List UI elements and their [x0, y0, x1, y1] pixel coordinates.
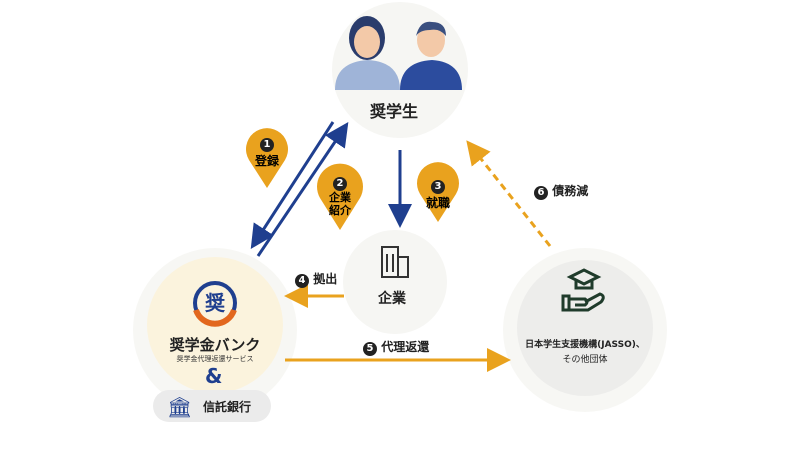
arrow-introduce — [250, 121, 335, 250]
trust-bank-pill: 🏛 信託銀行 — [153, 390, 271, 422]
svg-text:奨: 奨 — [204, 291, 226, 315]
student-label: 奨学生 — [370, 102, 419, 121]
arrow-debt-reduction — [466, 140, 552, 247]
step5-label: 5 代理返還 — [363, 338, 429, 356]
bank-logo-title: 奨学金バンク — [169, 336, 261, 354]
trust-bank-label: 信託銀行 — [203, 400, 252, 414]
company-circle — [343, 230, 447, 334]
building-icon — [381, 246, 409, 278]
bank-logo-icon: 奨 — [193, 281, 237, 327]
jasso-sublabel: その他団体 — [562, 355, 608, 365]
hand-graduation-icon — [561, 268, 605, 312]
pin-step1 — [246, 128, 288, 188]
ampersand: & — [205, 364, 223, 388]
step4-label: 4 拠出 — [295, 270, 337, 288]
step6-label: 6 債務減 — [534, 182, 588, 200]
student-female-icon — [335, 16, 400, 90]
jasso-circle — [517, 260, 653, 396]
bank-logo-subtitle: 奨学金代理返還サービス — [176, 355, 254, 363]
jasso-label: 日本学生支援機構(JASSO)、 — [525, 340, 645, 350]
student-male-icon — [400, 21, 462, 90]
bank-building-icon: 🏛 — [167, 395, 193, 419]
company-label: 企業 — [378, 291, 406, 307]
pin-step2 — [317, 163, 363, 230]
